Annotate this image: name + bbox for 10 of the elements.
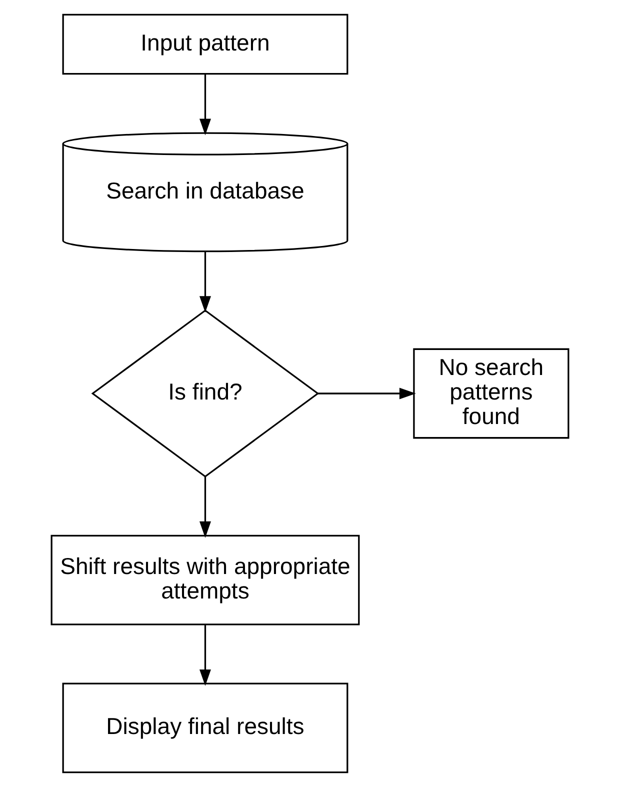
arrow [199, 476, 211, 538]
node-box: Shift results with appropriate attempts [50, 534, 360, 626]
arrow [199, 74, 211, 136]
node-diamond: Is find? [91, 309, 320, 478]
arrow [318, 388, 416, 400]
node-box: Input pattern [62, 14, 348, 75]
node-box: Display final results [62, 682, 348, 774]
arrow [199, 625, 211, 686]
arrow [199, 252, 211, 313]
node-box: No search patterns found [413, 348, 570, 439]
